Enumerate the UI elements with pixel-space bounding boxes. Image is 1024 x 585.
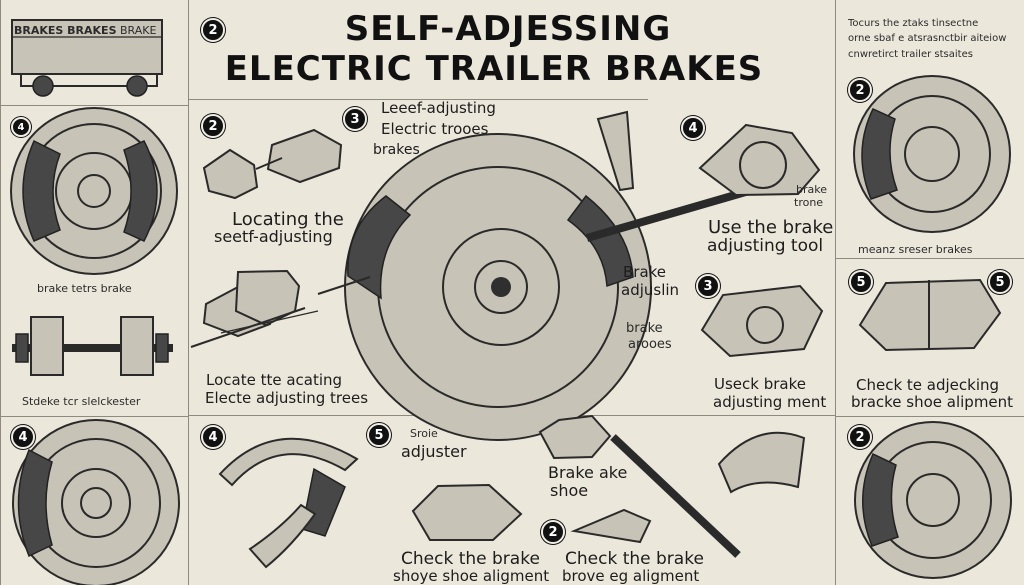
step-number-badge: 4 — [681, 116, 705, 140]
title-line-1: SELF-ADJESSING — [344, 9, 672, 49]
label-check-brake-ment-2: adjusting ment — [713, 393, 827, 411]
right-brake-caption: meanz sreser brakes — [858, 243, 973, 256]
label-brake-trone-1: brake — [796, 183, 827, 196]
label-brake-adjusting-4: arooes — [628, 337, 672, 352]
step-number-badge: 5 — [849, 270, 873, 294]
left-brake-rotor-drawing — [10, 107, 178, 275]
label-self-adjusting-2: seetf-adjusting — [214, 227, 333, 246]
axle-assembly-drawing — [12, 316, 173, 376]
label-self-adjusting: Leeef-adjusting — [381, 99, 496, 117]
step-number-badge: 2 — [201, 114, 225, 138]
label-brake-shoe-1: Brake ake — [548, 463, 628, 482]
step-number-badge: 5 — [988, 270, 1012, 294]
trailer-truck-drawing — [11, 19, 163, 97]
label-brake-shoe-2: shoe — [550, 481, 589, 500]
step-number-badge: 4 — [11, 117, 31, 137]
label-locating: Locating the — [232, 209, 344, 230]
title-line-2: ELECTRIC TRAILER BRAKES — [224, 49, 764, 89]
label-shoe-alipment: bracke shoe alipment — [851, 393, 1014, 411]
panel-divider — [0, 105, 188, 106]
step-number-badge: 5 — [367, 423, 391, 447]
label-check-brake-bottom-left-1: Check the brake — [401, 549, 540, 569]
step-number-badge: 2 — [201, 18, 225, 42]
label-use-brake: Use the brake — [708, 217, 834, 238]
label-electric-trooes: Electric trooes — [381, 120, 489, 138]
label-brakes: brakes — [373, 142, 420, 158]
right-top-brake-drawing — [853, 75, 1011, 233]
step-number-badge: 4 — [11, 425, 35, 449]
left-brake-caption: brake tetrs brake — [37, 282, 132, 295]
step-number-badge: 2 — [848, 425, 872, 449]
label-adjuster: adjuster — [401, 442, 467, 461]
step-number-badge: 3 — [343, 107, 367, 131]
label-brake-adjusting-1: Brake — [623, 263, 667, 281]
left-bottom-brake-drawing — [12, 419, 180, 585]
panel-divider — [188, 0, 189, 585]
right-middle-assembly-drawing — [858, 278, 1002, 352]
label-check-brake-ment-1: Useck brake — [714, 375, 806, 393]
label-locate: Locate tte acating — [206, 371, 343, 389]
label-check-brake-bottom-left-2: shoye shoe aligment — [393, 567, 550, 585]
top-right-note-line-3: cnwretirct trailer stsaites — [848, 49, 973, 60]
top-right-note-line-1: Tocurs the ztaks tinsectne — [848, 18, 979, 29]
pliers-and-shoe-drawing — [218, 414, 806, 569]
caliper-part-drawing — [202, 128, 343, 200]
truck-label-right: BRAKE — [120, 24, 157, 37]
brake-tool-drawing — [596, 110, 821, 197]
label-brake-trone-2: trone — [794, 196, 824, 209]
label-brake-adjusting-2: adjuslin — [621, 281, 680, 299]
adjuster-assembly-drawing — [190, 269, 319, 348]
label-adjusting-tool: adjusting tool — [707, 236, 824, 256]
label-check-brake-bottom-mid-2: brove eg aligment — [562, 567, 700, 585]
step-number-badge: 2 — [848, 78, 872, 102]
panel-divider — [835, 416, 1024, 417]
label-electric-adjusting: Electe adjusting trees — [205, 389, 369, 407]
step-number-badge: 4 — [201, 425, 225, 449]
label-adjuster-prefix: Sroie — [410, 427, 438, 440]
label-check-adjecking: Check te adjecking — [856, 376, 1000, 394]
label-check-brake-bottom-mid-1: Check the brake — [565, 549, 704, 569]
panel-border-left — [0, 0, 1, 585]
step-number-badge: 3 — [696, 274, 720, 298]
panel-divider — [188, 99, 648, 100]
brake-shoe-assembly-drawing — [700, 284, 824, 358]
panel-divider — [0, 416, 188, 417]
axle-caption: Stdeke tcr slelckester — [22, 395, 141, 408]
panel-divider — [835, 258, 1024, 259]
top-right-note-line-2: orne sbaf e atsrasnctbir aiteiow — [848, 33, 1007, 44]
label-brake-adjusting-3: brake — [626, 321, 663, 336]
truck-label-left: BRAKES BRAKES — [14, 24, 117, 37]
step-number-badge: 2 — [541, 520, 565, 544]
panel-divider — [835, 0, 836, 585]
